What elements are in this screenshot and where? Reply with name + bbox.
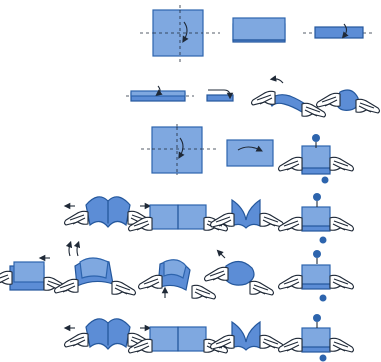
step-curl-arrow (207, 90, 233, 101)
step-push-sheet (0, 258, 68, 291)
step-bend-sheet (139, 260, 216, 299)
step-fan-open (211, 200, 284, 228)
step-stack-badges-2 (279, 250, 354, 302)
step-hands-stack (279, 134, 354, 184)
row-3 (141, 124, 354, 184)
step-stack-badges-3 (279, 314, 354, 362)
step-fan-open-2 (211, 322, 284, 350)
step-thin-strip (303, 24, 372, 38)
step-lift-corner (55, 244, 136, 295)
row-6 (65, 314, 354, 362)
row-5 (0, 244, 354, 302)
step-folded-rectangle (227, 140, 273, 166)
step-stack-badge (279, 193, 354, 244)
row-4 (65, 193, 354, 244)
step-holding-roll (317, 90, 380, 113)
step-crumple-corner (205, 252, 274, 295)
step-folded-half (233, 18, 285, 42)
row-1 (140, 5, 372, 62)
step-flat-strip (126, 86, 194, 101)
step-square-sheet-2 (141, 124, 216, 178)
row-2 (126, 79, 380, 117)
step-square-sheet (140, 5, 220, 62)
step-twisting-strip (252, 79, 326, 117)
